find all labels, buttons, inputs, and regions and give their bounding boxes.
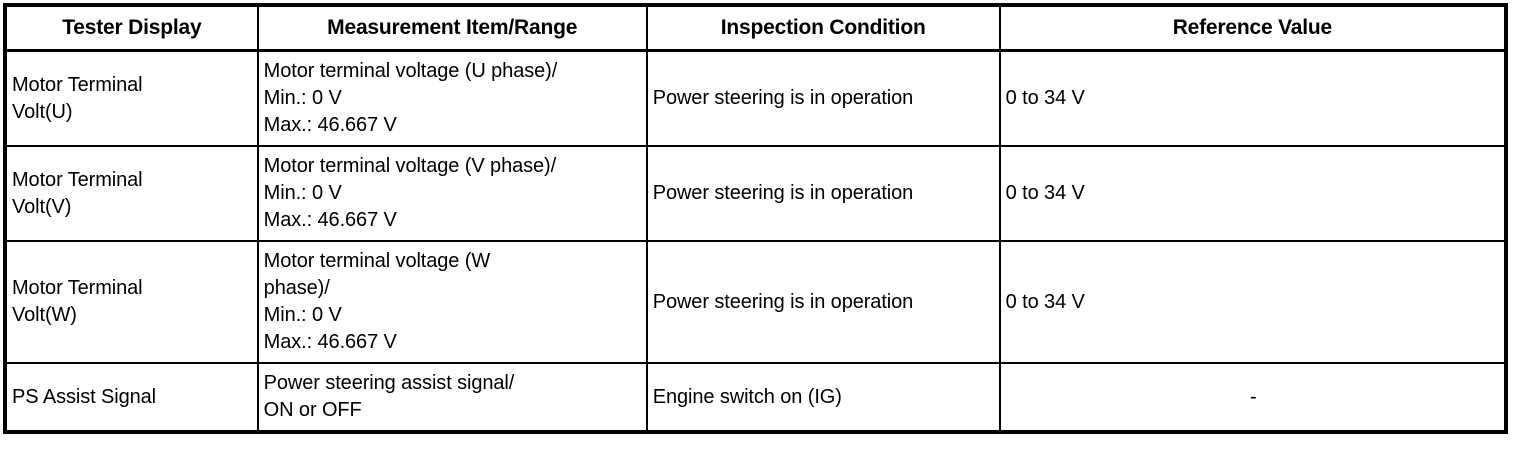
cell-measurement-item: Power steering assist signal/ ON or OFF xyxy=(257,363,648,432)
cell-tester-display: PS Assist Signal xyxy=(5,363,259,432)
text-line: Power steering assist signal/ xyxy=(263,372,515,394)
cell-tester-display: Motor Terminal Volt(V) xyxy=(5,146,259,242)
cell-inspection-condition: Power steering is in operation xyxy=(646,241,1001,364)
text-line: Power steering is in operation xyxy=(652,182,914,204)
text-line: 0 to 34 V xyxy=(1005,290,1085,313)
cell-measurement-item: Motor terminal voltage (W phase)/ Min.: … xyxy=(257,241,648,364)
text-line: Motor terminal voltage (W xyxy=(263,250,491,272)
text-line: ON or OFF xyxy=(263,399,362,421)
table-row: PS Assist Signal Power steering assist s… xyxy=(5,363,1506,432)
cell-reference-value: 0 to 34 V xyxy=(999,50,1506,147)
column-header-tester-display: Tester Display xyxy=(5,5,259,52)
text-line: Volt(U) xyxy=(12,100,73,123)
text-line: Volt(V) xyxy=(12,195,72,218)
text-line: Min.: 0 V xyxy=(263,304,342,326)
cell-reference-value: - xyxy=(1000,363,1506,432)
cell-reference-value: 0 to 34 V xyxy=(999,241,1506,364)
text-line: Power steering is in operation xyxy=(652,290,914,313)
text-line: Volt(W) xyxy=(12,304,77,326)
text-line: Motor terminal voltage (V phase)/ xyxy=(263,155,557,177)
text-line: phase)/ xyxy=(263,277,330,299)
text-line: Max.: 46.667 V xyxy=(263,209,397,231)
text-line: Motor Terminal xyxy=(12,73,143,96)
cell-tester-display: Motor Terminal Volt(U) xyxy=(5,50,259,147)
text-line: Min.: 0 V xyxy=(263,182,342,204)
column-header-measurement-item-range: Measurement Item/Range xyxy=(257,5,648,52)
column-header-reference-value: Reference Value xyxy=(999,5,1506,52)
cell-measurement-item: Motor terminal voltage (V phase)/ Min.: … xyxy=(257,146,648,242)
tester-display-spec-table: Tester Display Measurement Item/Range In… xyxy=(3,3,1508,434)
cell-inspection-condition: Power steering is in operation xyxy=(646,146,1001,242)
table-row: Motor Terminal Volt(W) Motor terminal vo… xyxy=(5,241,1506,364)
table-header: Tester Display Measurement Item/Range In… xyxy=(5,5,1506,52)
text-line: Power steering is in operation xyxy=(652,87,914,109)
text-line: Min.: 0 V xyxy=(263,87,342,109)
text-line: - xyxy=(1250,385,1257,408)
cell-measurement-item: Motor terminal voltage (U phase)/ Min.: … xyxy=(257,50,648,147)
text-line: Motor terminal voltage (U phase)/ xyxy=(263,60,558,82)
text-line: Max.: 46.667 V xyxy=(263,331,397,353)
text-line: Max.: 46.667 V xyxy=(263,114,397,136)
table-body: Motor Terminal Volt(U) Motor terminal vo… xyxy=(5,50,1506,432)
cell-inspection-condition: Power steering is in operation xyxy=(646,50,1001,147)
cell-tester-display: Motor Terminal Volt(W) xyxy=(5,241,259,364)
header-row: Tester Display Measurement Item/Range In… xyxy=(5,5,1506,52)
column-header-inspection-condition: Inspection Condition xyxy=(646,5,1001,52)
text-line: 0 to 34 V xyxy=(1005,182,1085,204)
text-line: Motor Terminal xyxy=(12,277,143,299)
table-row: Motor Terminal Volt(V) Motor terminal vo… xyxy=(5,146,1506,242)
text-line: Engine switch on (IG) xyxy=(652,385,842,408)
cell-inspection-condition: Engine switch on (IG) xyxy=(646,363,1001,432)
text-line: PS Assist Signal xyxy=(12,385,157,408)
cell-reference-value: 0 to 34 V xyxy=(999,146,1506,242)
text-line: Motor Terminal xyxy=(12,168,143,191)
text-line: 0 to 34 V xyxy=(1005,87,1085,109)
table-row: Motor Terminal Volt(U) Motor terminal vo… xyxy=(5,50,1506,147)
